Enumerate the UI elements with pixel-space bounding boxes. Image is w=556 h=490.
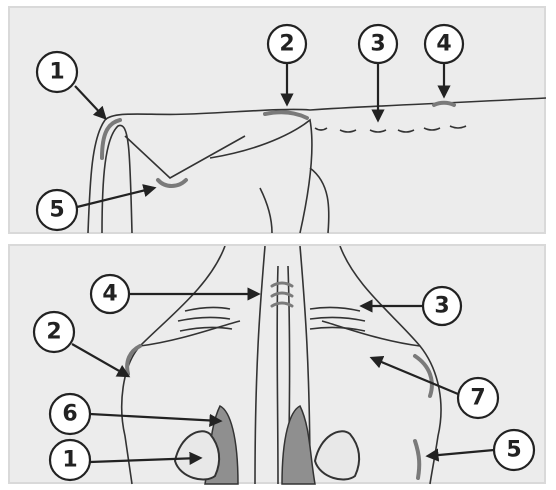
short-ribs [315,126,466,132]
callout-6b-label: 6 [62,402,77,427]
callout-4b-label: 4 [102,282,117,307]
side-view-drawing: 1 2 3 4 5 [10,8,548,236]
callout-5b-label: 5 [506,438,521,463]
callout-2b-label: 2 [46,320,61,345]
callout-5b: 5 [428,430,534,470]
callout-1-label: 1 [49,60,64,85]
bottom-panel-rear-view: 4 3 2 7 6 [8,244,546,484]
callout-3-label: 3 [370,32,385,57]
tail-left [277,266,278,484]
hip-outline [125,136,245,178]
tail-outline [102,125,132,233]
pin-fat [158,180,186,186]
short-ribs-left [178,307,232,331]
callout-4: 4 [425,25,463,96]
callout-2-label: 2 [279,32,294,57]
short-ribs-right [310,307,365,331]
callout-5-label: 5 [49,198,64,223]
hip-bone-right [322,321,420,346]
hip-bone-left [140,321,240,346]
stifle-outline [310,168,329,233]
callout-3b: 3 [362,287,461,325]
callout-1: 1 [37,52,105,118]
rear-view-drawing: 4 3 2 7 6 [10,246,548,486]
spine-left [255,246,265,484]
top-panel-side-view: 1 2 3 4 5 [8,6,546,234]
hook-fat-left [127,346,140,374]
pin-fat-right [415,441,419,478]
hook-fat [265,112,307,118]
callout-3b-label: 3 [434,294,449,319]
callout-6b: 6 [50,394,220,434]
callout-2b: 2 [34,312,128,376]
pin-bone-left [175,431,219,479]
callout-4b: 4 [91,275,258,313]
callout-7b: 7 [372,358,498,418]
thigh-outline [210,120,312,233]
callout-4-label: 4 [436,32,451,57]
callout-7b-label: 7 [470,386,485,411]
pin-bone-right [315,431,359,479]
flank-outline [260,188,272,233]
callout-1b-label: 1 [62,448,77,473]
callout-2: 2 [268,25,306,104]
loin-fat [434,103,454,105]
callout-5: 5 [37,188,154,230]
